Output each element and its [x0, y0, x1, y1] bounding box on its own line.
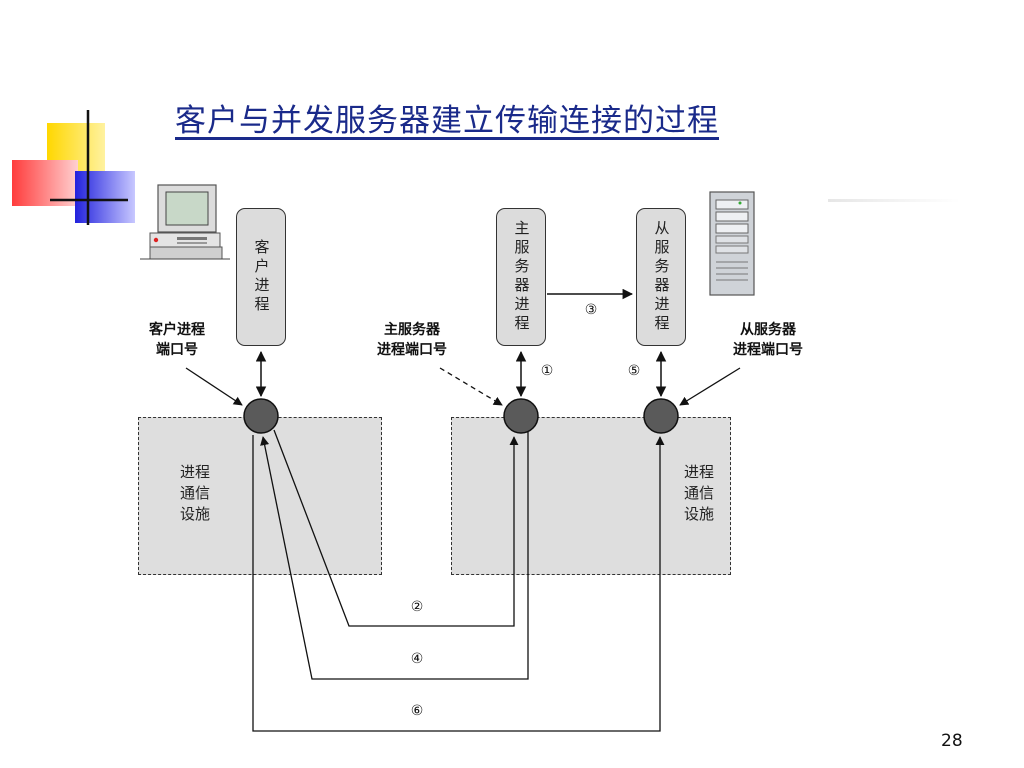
- client-facility-label: 进程 通信 设施: [179, 463, 210, 523]
- slave-port-node: [643, 398, 679, 434]
- client-port-pointer: [185, 367, 243, 406]
- slave-port-pointer: [679, 367, 741, 406]
- client-facility: [138, 417, 382, 575]
- master-port-pointer: [439, 367, 503, 406]
- slide-title: 客户与并发服务器建立传输连接的过程: [175, 103, 719, 139]
- master-process-box: 主服务器进程: [496, 208, 546, 346]
- client-process-box: 客户进程: [236, 208, 286, 346]
- page-number: 28: [941, 731, 963, 751]
- server-tower-icon: [709, 191, 755, 296]
- slave-port-label: 从服务器 进程端口号: [733, 322, 803, 358]
- step-4-label: ④: [410, 651, 424, 667]
- desktop-computer-icon: [140, 184, 230, 260]
- step4-path: [260, 432, 529, 680]
- server-facility: [451, 417, 731, 575]
- step6-path: [252, 435, 665, 732]
- slave-process-box: 从服务器进程: [636, 208, 686, 346]
- master-port-label: 主服务器 进程端口号: [377, 322, 447, 358]
- client-port-label: 客户进程 端口号: [149, 322, 205, 358]
- master-port-node: [503, 398, 539, 434]
- corner-squares-icon: [12, 110, 135, 225]
- server-facility-label: 进程 通信 设施: [683, 463, 714, 523]
- client-port-node: [243, 398, 279, 434]
- decorative-divider: [828, 199, 960, 202]
- step-1-label: ①: [540, 363, 554, 379]
- step-2-label: ②: [410, 599, 424, 615]
- step-3-label: ③: [584, 302, 598, 318]
- step-5-label: ⑤: [627, 363, 641, 379]
- step2-path: [273, 429, 519, 627]
- step-6-label: ⑥: [410, 703, 424, 719]
